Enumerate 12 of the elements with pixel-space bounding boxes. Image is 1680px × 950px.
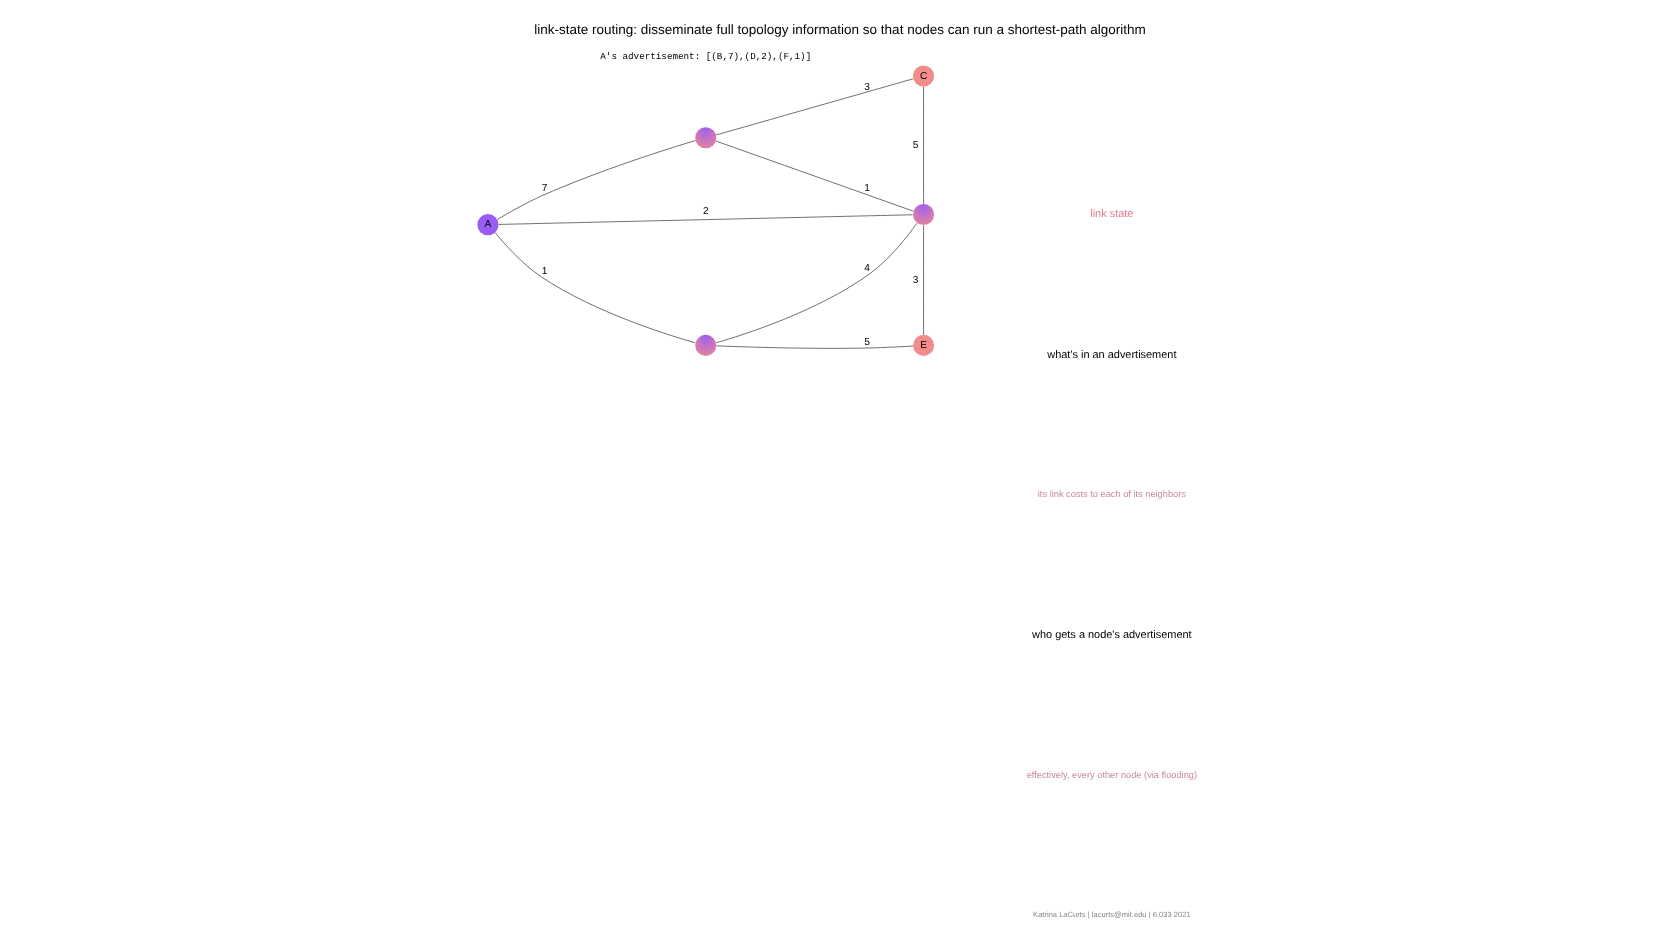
connector <box>715 78 914 136</box>
connector <box>497 140 696 220</box>
node-circle <box>695 334 717 356</box>
connector <box>923 86 924 205</box>
connector <box>716 345 914 349</box>
connector <box>715 222 918 344</box>
connector <box>494 232 696 344</box>
node-circle <box>695 127 717 149</box>
connector <box>923 224 924 336</box>
connector <box>715 140 914 212</box>
node-circle <box>913 204 935 226</box>
connector <box>498 214 914 225</box>
